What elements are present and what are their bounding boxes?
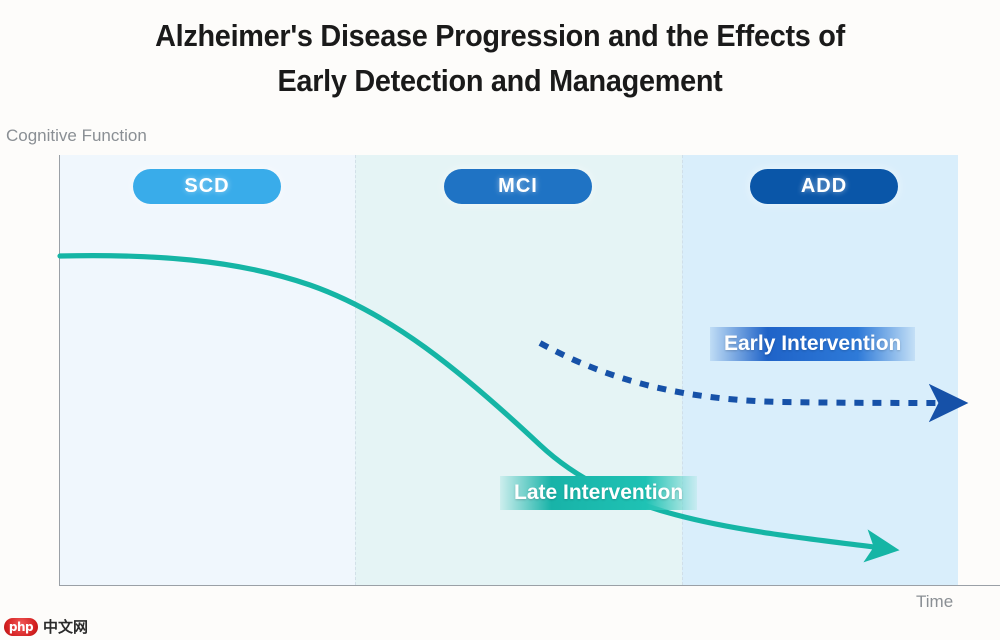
y-axis-line: [59, 155, 60, 585]
watermark-text: 中文网: [43, 618, 89, 636]
stage-pill-mci[interactable]: MCI: [444, 169, 592, 204]
stage-pill-scd[interactable]: SCD: [133, 169, 281, 204]
stage-band-mci: [355, 155, 682, 585]
curve-layer: [57, 253, 969, 563]
stage-band-add: [682, 155, 958, 585]
early-intervention-curve: [538, 340, 969, 423]
stage-band-scd: [60, 155, 355, 585]
x-axis-label: Time: [916, 592, 954, 611]
stage-divider-scd-mci: [355, 155, 356, 585]
page-title: Alzheimer's Disease Progression and the …: [155, 18, 845, 98]
stage-pill-add[interactable]: ADD: [750, 169, 898, 204]
late-intervention-curve: [57, 253, 900, 563]
plot-area: SCD MCI ADD Early Intervention Late Inte…: [57, 155, 1000, 586]
early-intervention-label: Early Intervention: [710, 327, 916, 361]
watermark: php 中文网: [4, 616, 88, 637]
late-intervention-label: Late Intervention: [500, 476, 698, 510]
y-axis-label: Cognitive Function: [6, 126, 147, 145]
x-axis-line: [59, 585, 1000, 586]
php-logo-icon: php: [4, 617, 38, 636]
stage-divider-mci-add: [682, 155, 683, 585]
